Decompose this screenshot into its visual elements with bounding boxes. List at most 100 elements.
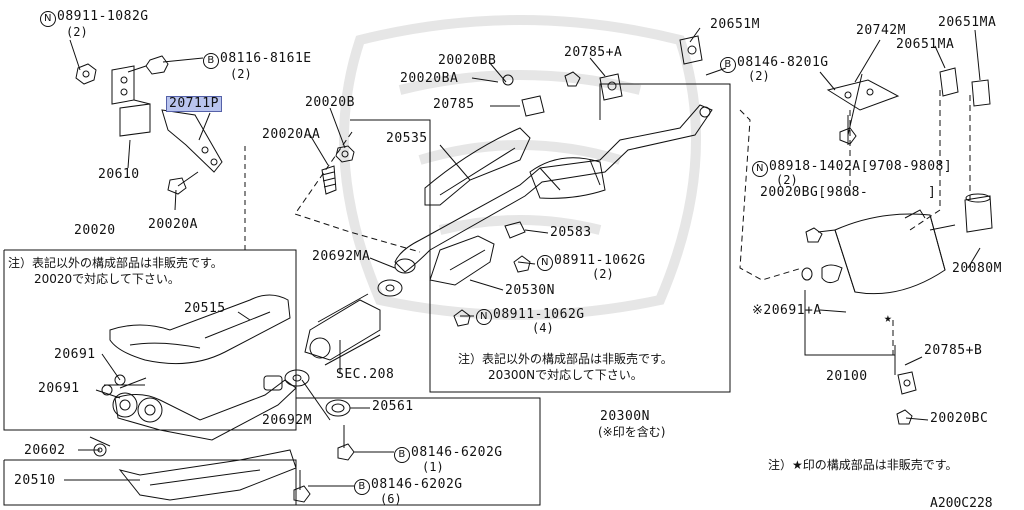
heat-shield-20510	[118, 449, 297, 501]
label-08116-8161e-qty: (2)	[230, 67, 252, 81]
bolt-08146-6202g-1	[337, 425, 355, 461]
note-mid-line2: 20300Nで対応して下さい。	[488, 368, 643, 382]
clip-20583	[504, 221, 526, 239]
rubber-20651m	[679, 35, 703, 65]
nut-20020ba	[564, 71, 581, 87]
label-08146-6202g-1-qty: (1)	[422, 460, 444, 474]
label-20020ba[interactable]: 20020BA	[400, 71, 459, 86]
label-20020a[interactable]: 20020A	[148, 217, 198, 232]
box-20300n-bottom	[296, 397, 541, 506]
hanger-20785b	[897, 371, 917, 395]
label-20711p-highlighted[interactable]: 20711P	[166, 96, 222, 112]
label-20020aa[interactable]: 20020AA	[262, 127, 321, 142]
box-20300n	[350, 83, 731, 393]
front-pipe-20020	[112, 375, 297, 441]
note-right: 注）★印の構成部品は非販売です。	[768, 458, 958, 472]
stud-20020aa	[321, 165, 337, 195]
gasket-20692ma	[377, 279, 403, 297]
label-20020bc[interactable]: 20020BC	[930, 411, 989, 426]
label-20691-upper[interactable]: 20691	[54, 347, 96, 362]
bolt-08116-8161e	[127, 55, 169, 75]
label-20583[interactable]: 20583	[550, 225, 592, 240]
label-20020bb[interactable]: 20020BB	[438, 53, 497, 68]
label-20692ma[interactable]: 20692MA	[312, 249, 371, 264]
star-mark: ★	[884, 311, 893, 326]
label-sec208[interactable]: SEC.208	[336, 367, 395, 382]
bracket-20610	[111, 65, 151, 137]
label-20610[interactable]: 20610	[98, 167, 140, 182]
muffler-20100	[821, 209, 956, 295]
label-20510[interactable]: 20510	[14, 473, 56, 488]
label-20742m[interactable]: 20742M	[856, 23, 906, 38]
label-20080m[interactable]: 20080M	[952, 261, 1002, 276]
bolt-08146-8201g	[839, 115, 857, 145]
label-20651m[interactable]: 20651M	[710, 17, 760, 32]
nut-08911-1062g-4	[453, 309, 471, 327]
gasket-20692m	[284, 369, 310, 387]
label-20515[interactable]: 20515	[184, 301, 226, 316]
dash-hangers	[909, 90, 941, 231]
gasket-20602	[93, 443, 107, 457]
tail-pipe-20080m	[964, 193, 993, 233]
watermark-emblem	[339, 15, 701, 320]
bracket-20742m	[826, 79, 900, 111]
label-20100[interactable]: 20100	[826, 369, 868, 384]
label-20691-lower[interactable]: 20691	[38, 381, 80, 396]
heat-shield-20535	[424, 127, 531, 206]
label-08911-1062g-2-qty: (2)	[592, 267, 614, 281]
label-20651ma-top[interactable]: 20651MA	[938, 15, 997, 30]
label-08911-1082g-qty: (2)	[66, 25, 88, 39]
dash-20300n	[294, 131, 421, 253]
label-20785[interactable]: 20785	[433, 97, 475, 112]
heat-shield-20530n	[429, 235, 495, 286]
dash-rear	[739, 109, 803, 281]
label-20020b[interactable]: 20020B	[305, 95, 355, 110]
label-20020[interactable]: 20020	[74, 223, 116, 238]
label-08146-8201g-qty: (2)	[748, 69, 770, 83]
label-20692m[interactable]: 20692M	[262, 413, 312, 428]
label-20020bg[interactable]: 20020BG[9808-	[760, 185, 869, 200]
bracket-20711p	[161, 109, 223, 173]
label-20561[interactable]: 20561	[372, 399, 414, 414]
label-08911-1062g-4-qty: (4)	[532, 321, 554, 335]
label-08918-1402a-qty: (2)	[776, 173, 798, 187]
diagram-ref-code: A200C228	[930, 496, 993, 510]
heat-shield-20515	[109, 294, 291, 365]
label-20530n[interactable]: 20530N	[505, 283, 555, 298]
nut-20020bc	[896, 409, 913, 425]
gasket-20691a	[801, 267, 813, 281]
label-20651ma[interactable]: 20651MA	[896, 37, 955, 52]
rubber-20651ma	[939, 67, 991, 107]
label-20785b[interactable]: 20785+B	[924, 343, 983, 358]
box-20020-left	[3, 249, 297, 431]
label-20785a[interactable]: 20785+A	[564, 45, 623, 60]
bolt-20020a	[167, 171, 199, 195]
label-20300n-sub: (※印を含む)	[598, 425, 666, 439]
note-left-line1: 注）表記以外の構成部品は非販売です。	[8, 256, 223, 270]
nut-20020bg	[805, 227, 823, 243]
catalytic-converter	[304, 293, 381, 366]
clamp-20561	[325, 399, 351, 417]
nut-08911-1062g-2	[513, 255, 531, 273]
gasket-20691	[101, 374, 126, 396]
nut-20020b	[335, 145, 355, 163]
nut-20020bb	[502, 74, 514, 86]
bolt-08146-6202g-6	[293, 470, 311, 503]
note-left-line2: 20020で対応して下さい。	[34, 272, 180, 286]
nut-08911-1082g	[75, 63, 97, 85]
label-20535[interactable]: 20535	[386, 131, 428, 146]
hanger-20785a	[599, 73, 623, 101]
label-20691a[interactable]: ※20691+A	[752, 303, 822, 318]
label-20602[interactable]: 20602	[24, 443, 66, 458]
label-20300n[interactable]: 20300N	[600, 409, 650, 424]
